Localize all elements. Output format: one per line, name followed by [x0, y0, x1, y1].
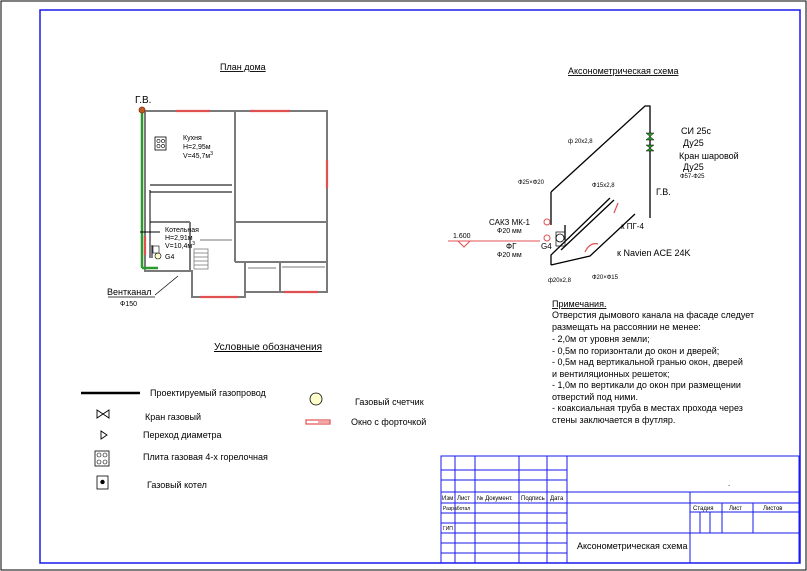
- axo-phi20x28-top: ф 20х2,8: [568, 139, 593, 145]
- tb-name: Аксонометрическая схема: [577, 541, 687, 551]
- axo-si: СИ 25с: [681, 126, 711, 136]
- vent-diameter: Ф150: [120, 301, 137, 308]
- note-line-7: отверстий под ними.: [552, 392, 638, 402]
- boiler-room-volume: V=10,4м3: [165, 241, 195, 250]
- elevation-marker: [448, 240, 540, 248]
- legend-title: Условные обозначения: [214, 341, 322, 353]
- inner-frame: [39, 9, 801, 564]
- axo-pg4: к ПГ-4: [621, 222, 644, 231]
- note-line-2: - 2,0м от уровня земли;: [552, 334, 650, 344]
- plan-gas-pipe: [140, 110, 160, 270]
- plan-g4: G4: [165, 254, 174, 261]
- note-line-6: - 1,0м по вертикали до окон при размещен…: [552, 380, 741, 390]
- kitchen-height: H=2,95м: [183, 144, 211, 151]
- note-line-4: - 0,5м над вертикальной гранью окон, две…: [552, 357, 743, 367]
- axo-pg4-arrow: [613, 202, 619, 214]
- plan-title: План дома: [220, 62, 266, 72]
- boiler-room-height: H=2,91м: [165, 235, 193, 242]
- axo-saks: САКЗ МК-1: [489, 218, 531, 227]
- legend-boiler-icon: [96, 475, 109, 490]
- plan-boiler-icon: [152, 245, 160, 254]
- tb-developer: Разработал: [443, 506, 470, 512]
- legend-window: Окно с форточкой: [351, 417, 426, 427]
- stairs: [193, 248, 209, 270]
- axo-valve-mid: [645, 144, 655, 152]
- tb-stage: Стадия: [693, 506, 713, 512]
- axo-meter: [555, 233, 565, 243]
- legend-stove: Плита газовая 4-х горелочная: [143, 452, 268, 462]
- stove-symbol: [154, 136, 167, 151]
- axo-valve-label: Кран шаровой: [679, 151, 739, 161]
- axo-boiler: [555, 231, 566, 247]
- vent-label: Вентканал: [107, 287, 151, 297]
- axo-saks-dia: Ф20 мм: [497, 228, 522, 235]
- axo-du25-1: Ду25: [683, 138, 704, 148]
- axo-gv: Г.В.: [656, 187, 671, 197]
- legend-meter-icon: [309, 392, 323, 406]
- legend-pipeline: Проектируемый газопровод: [150, 388, 267, 398]
- axo-phi15x28: Ф15х2,8: [592, 183, 615, 189]
- legend-valve: Кран газовый: [145, 412, 201, 422]
- plan-meter-icon: [154, 252, 162, 260]
- note-line-9: стены заключается в футляр.: [552, 415, 675, 425]
- kitchen-name: Кухня: [183, 135, 202, 142]
- axo-valve-top: [645, 132, 655, 141]
- axo-navien: к Navien ACE 24K: [617, 248, 690, 258]
- tb-sign: Подпись: [521, 496, 545, 502]
- tb-sheet: Лист: [729, 506, 742, 512]
- axo-title: Аксонометрическая схема: [568, 66, 678, 76]
- note-line-1: размещать на рассоянии не менее:: [552, 322, 701, 332]
- gv-point: [138, 106, 146, 114]
- axo-fg-dia: Ф20 мм: [497, 252, 522, 259]
- axo-du25-2: Ду25: [683, 162, 704, 172]
- legend-meter: Газовый счетчик: [355, 397, 424, 407]
- axo-phi25-20: Ф25×Ф20: [518, 180, 545, 186]
- axo-phi20x28-bottom: ф20х2,8: [548, 278, 572, 284]
- boiler-room-name: Котельная: [165, 227, 199, 234]
- axo-fg-label: ФГ: [506, 242, 517, 251]
- elev-label: 1.600: [453, 233, 471, 240]
- tb-doc: № Документ.: [477, 495, 513, 502]
- note-line-8: - коаксиальная труба в местах прохода че…: [552, 403, 743, 413]
- tb-dot: .: [728, 479, 730, 488]
- floor-plan: [144, 110, 328, 298]
- note-line-0: Отверстия дымового канала на фасаде след…: [552, 310, 754, 320]
- tb-sheets: Листов: [763, 506, 783, 512]
- vent-leader: [154, 275, 179, 296]
- legend-boiler: Газовый котел: [147, 480, 207, 490]
- legend-stove-icon: [94, 450, 110, 467]
- tb-gip: ГИП: [443, 526, 453, 532]
- note-line-3: - 0,5м по горизонтали до окон и дверей;: [552, 346, 719, 356]
- kitchen-volume: V=45,7м3: [183, 151, 213, 160]
- legend-reducer: Переход диаметра: [143, 430, 222, 440]
- notes-title: Примечания.: [552, 299, 606, 309]
- axo-g4: G4: [541, 242, 552, 251]
- tb-izm: Изм: [442, 496, 453, 502]
- axo-phi20-15: Ф20×Ф15: [592, 275, 619, 281]
- tb-date: Дата: [550, 496, 564, 502]
- axo-navien-arrow: [584, 243, 599, 253]
- axo-saks: [543, 218, 551, 226]
- plan-gv-label: Г.В.: [135, 95, 151, 106]
- axo-phi57: Ф57-Ф25: [680, 174, 705, 180]
- axo-pipes: [550, 105, 651, 266]
- tb-list: Лист: [457, 496, 470, 502]
- axo-fg: [543, 234, 551, 242]
- plan-windows: [143, 109, 329, 299]
- title-block: [440, 455, 800, 564]
- legend-valve-icon: [96, 409, 110, 419]
- legend-reducer-icon: [100, 430, 108, 440]
- note-line-5: и вентиляционных решеток;: [552, 369, 669, 379]
